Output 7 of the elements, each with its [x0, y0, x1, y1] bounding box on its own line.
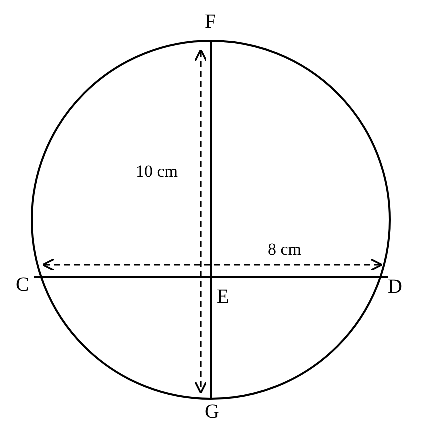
point-label: C — [16, 275, 30, 295]
point-label: D — [388, 277, 402, 297]
point-label: G — [205, 402, 220, 422]
dimension-label: 10 cm — [136, 163, 178, 180]
point-label: F — [205, 12, 216, 32]
point-label: E — [217, 287, 230, 307]
dimension-label: 8 cm — [268, 241, 302, 258]
